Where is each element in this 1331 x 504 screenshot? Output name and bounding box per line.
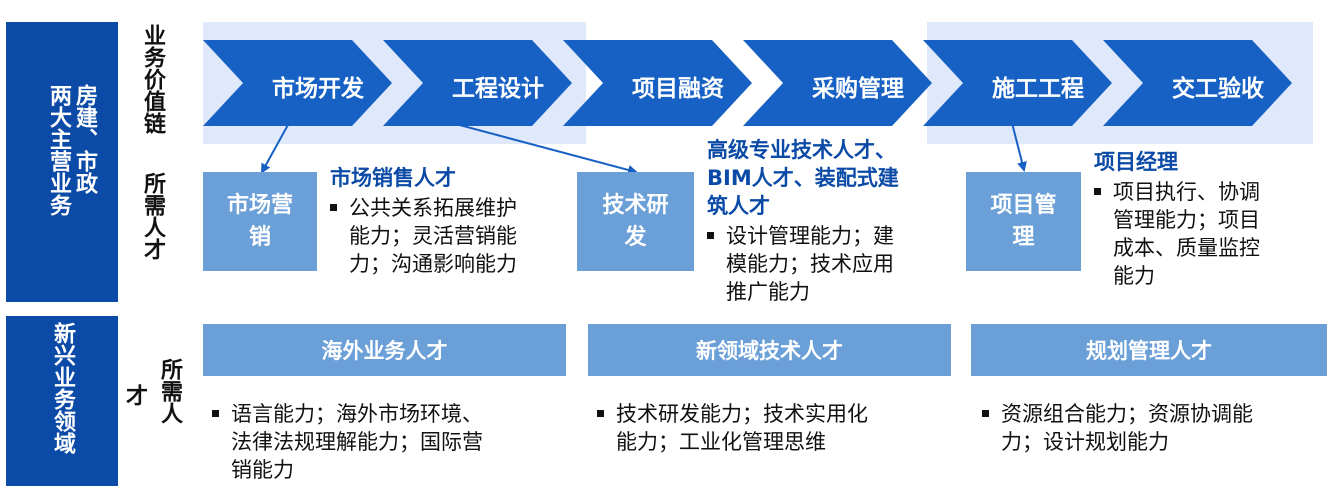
talent-box-pm-label: 项目管理 [990,192,1057,250]
emerging-bullet-planning: 资源组合能力；资源协调能 力；设计规划能力 [982,400,1253,456]
bullet-line: 模能力；技术应用 [726,252,894,276]
bullet-line: 力；设计规划能力 [1001,430,1169,454]
bullet-text: 设计管理能力；建 [726,224,894,248]
bullet-line: 推广能力 [726,280,810,304]
bullet-square-icon [1094,187,1101,195]
bullet-line: 力；沟通影响能力 [349,252,517,276]
bullet-line: 管理能力；项目 [1113,208,1260,232]
chevron-label-4: 采购管理 [812,76,904,102]
chevron-engineering-design [383,40,572,126]
bullet-line: 资源组合能力；资源协调能 [982,400,1253,428]
bullet-text: 语言能力；海外市场环境、 [231,402,483,426]
talent-title: BIM人才、装配式建 [707,166,899,190]
talent-box-marketing: 市场营销 [203,172,317,271]
main-business-types: 房建、市政 [72,84,97,194]
talent-desc-pm: 项目经理 项目执行、协调 管理能力；项目 成本、质量监控 能力 [1094,148,1260,290]
talent-title: 项目经理 [1094,150,1178,174]
emerging-talent-label-a: 所需人 [157,358,182,424]
bullet-line: 语言能力；海外市场环境、 [212,400,483,428]
chevron-construction [923,40,1112,126]
bullet-line: 成本、质量监控 [1113,236,1260,260]
bullet-line: 项目执行、协调 [1094,178,1260,206]
talent-bullet: 项目执行、协调 管理能力；项目 成本、质量监控 能力 [1094,178,1260,290]
emerging-talent-label-b: 才 [122,384,147,406]
main-business-sidebar: 两大主营业务 房建、市政 [6,22,118,302]
chevron-label-2: 工程设计 [452,76,544,102]
talent-needed-label: 所需人才 [140,172,165,260]
bullet-text: 公共关系拓展维护 [349,196,517,220]
bullet-text: 资源组合能力；资源协调能 [1001,402,1253,426]
bullet-text: 项目执行、协调 [1113,180,1260,204]
main-business-label: 两大主营业务 [46,84,71,216]
bullet-text: 技术研发能力；技术实用化 [616,402,868,426]
talent-box-pm: 项目管理 [966,172,1081,271]
emerging-header-overseas: 海外业务人才 [203,324,566,376]
emerging-bullet-new-tech: 技术研发能力；技术实用化 能力；工业化管理思维 [597,400,868,456]
chevron-procurement [743,40,932,126]
bullet-square-icon [707,231,714,239]
talent-box-rnd: 技术研发 [577,172,694,271]
talent-title: 市场销售人才 [330,166,456,190]
arrow-to-rnd [451,122,638,175]
bullet-square-icon [212,409,219,417]
talent-bullet: 公共关系拓展维护 能力；灵活营销能 力；沟通影响能力 [330,194,517,278]
emerging-business-label: 新兴业务领域 [50,322,75,454]
emerging-header-new-tech: 新领域技术人才 [588,324,951,376]
value-chain-label: 业务价值链 [140,24,165,134]
emerging-business-sidebar: 新兴业务领域 [6,316,118,486]
chevron-acceptance [1103,40,1292,126]
talent-desc-marketing: 市场销售人才 公共关系拓展维护 能力；灵活营销能 力；沟通影响能力 [330,164,517,278]
talent-title: 高级专业技术人才、 [707,138,896,162]
arrow-to-marketing [261,122,290,174]
chevron-project-financing [563,40,752,126]
chevron-label-3: 项目融资 [632,76,724,102]
chevron-label-5: 施工工程 [992,76,1084,102]
bullet-line: 销能力 [231,458,294,482]
bullet-line: 能力；灵活营销能 [349,224,517,248]
chevron-label-6: 交工验收 [1172,76,1264,102]
arrow-to-pm [1011,122,1027,172]
talent-box-marketing-label: 市场营销 [226,192,293,250]
bullet-line: 能力 [1113,264,1155,288]
talent-box-rnd-label: 技术研发 [602,192,669,250]
chevron-market-dev [203,40,392,126]
bullet-line: 设计管理能力；建 [707,222,899,250]
emerging-bullet-overseas: 语言能力；海外市场环境、 法律法规理解能力；国际营 销能力 [212,400,483,484]
bullet-line: 技术研发能力；技术实用化 [597,400,868,428]
bullet-line: 法律法规理解能力；国际营 [231,430,483,454]
talent-desc-rnd: 高级专业技术人才、 BIM人才、装配式建 筑人才 设计管理能力；建 模能力；技术… [707,136,899,306]
bullet-square-icon [330,203,337,211]
bullet-square-icon [597,409,604,417]
bullet-line: 能力；工业化管理思维 [616,430,826,454]
bullet-line: 公共关系拓展维护 [330,194,517,222]
talent-bullet: 设计管理能力；建 模能力；技术应用 推广能力 [707,222,899,306]
emerging-header-planning: 规划管理人才 [971,324,1327,376]
talent-title: 筑人才 [707,194,770,218]
chevron-label-1: 市场开发 [272,76,364,102]
bullet-square-icon [982,409,989,417]
